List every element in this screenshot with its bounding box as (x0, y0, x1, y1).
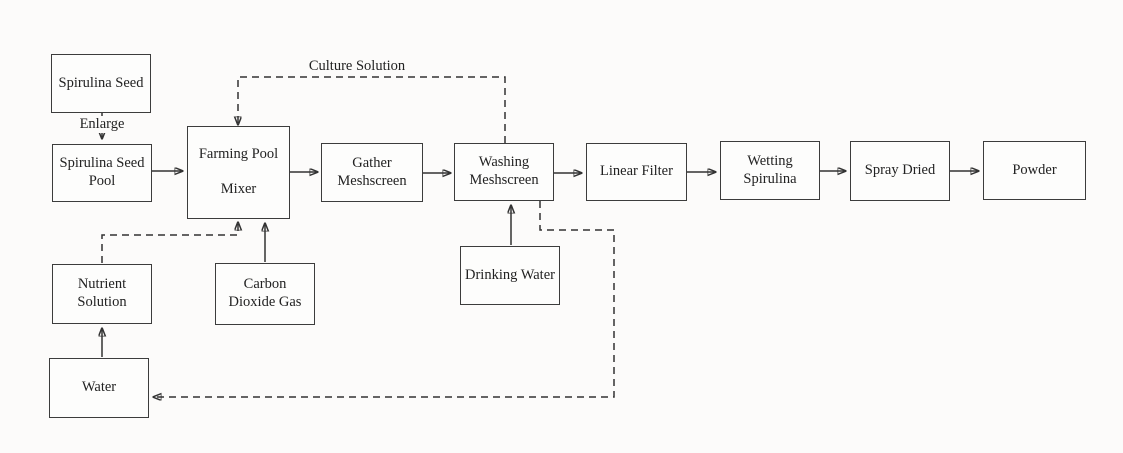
node-label: Gather Meshscreen (337, 154, 407, 189)
node-wetting-spirulina: Wetting Spirulina (720, 141, 820, 200)
node-carbon-dioxide-gas: Carbon Dioxide Gas (215, 263, 315, 325)
node-label: Spirulina Seed Pool (59, 155, 145, 189)
node-farming-pool-mixer: Farming Pool Mixer (187, 126, 290, 219)
node-label: Powder (1012, 161, 1057, 178)
node-spray-dried: Spray Dried (850, 141, 950, 201)
node-label: Water (81, 379, 117, 396)
culture-solution-label: Culture Solution (308, 58, 406, 74)
node-label: Linear Filter (600, 163, 673, 180)
node-water: Water (49, 358, 149, 418)
node-nutrient-solution: Nutrient Solution (52, 264, 152, 324)
node-drinking-water: Drinking Water (460, 246, 560, 305)
node-powder: Powder (983, 141, 1086, 200)
edge-nutrient-to-mixer (101, 223, 238, 263)
node-washing-meshscreen: Washing Meshscreen (454, 143, 554, 201)
node-label: Spirulina Seed (58, 74, 144, 91)
node-spirulina-seed: Spirulina Seed (51, 54, 151, 113)
node-spirulina-seed-pool: Spirulina Seed Pool (52, 144, 152, 202)
enlarge-label: Enlarge (66, 116, 138, 133)
node-gather-meshscreen: Gather Meshscreen (321, 143, 423, 202)
node-label-line2: Mixer (220, 181, 257, 197)
node-label: Drinking Water (465, 266, 555, 283)
node-linear-filter: Linear Filter (586, 143, 687, 201)
node-label: Spray Dried (864, 162, 936, 179)
node-label: Wetting Spirulina (743, 152, 797, 187)
node-label: Carbon Dioxide Gas (228, 276, 302, 310)
node-label: Nutrient Solution (77, 276, 127, 310)
node-label-line1: Farming Pool (198, 146, 279, 163)
node-label: Washing Meshscreen (469, 154, 539, 188)
